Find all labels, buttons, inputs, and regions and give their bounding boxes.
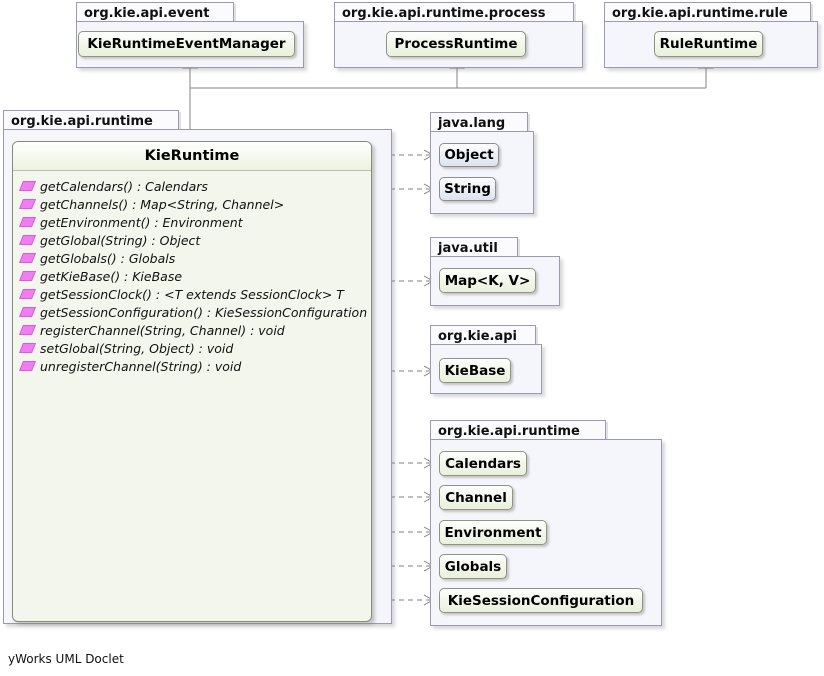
method-icon: [18, 181, 37, 191]
class-member-getsessionclock: getSessionClock() : <T extends SessionCl…: [13, 285, 371, 303]
type-node-processruntime[interactable]: ProcessRuntime: [386, 31, 526, 57]
method-icon: [18, 307, 37, 317]
type-node-object[interactable]: Object: [439, 143, 499, 167]
member-signature: unregisterChannel(String) : void: [40, 358, 242, 374]
member-signature: getGlobal(String) : Object: [40, 232, 201, 248]
class-title: KieRuntime: [13, 142, 371, 171]
package-label-org-kie-api-runtime-process: org.kie.api.runtime.process: [334, 2, 574, 23]
member-signature: getCalendars() : Calendars: [40, 178, 208, 194]
method-icon: [18, 271, 37, 281]
package-label-java-util: java.util: [430, 237, 518, 258]
type-node-calendars[interactable]: Calendars: [439, 451, 527, 476]
package-label-org-kie-api-runtime-rule: org.kie.api.runtime.rule: [604, 2, 811, 23]
member-signature: setGlobal(String, Object) : void: [40, 340, 234, 356]
package-label-org-kie-api-runtime: org.kie.api.runtime: [430, 420, 606, 441]
type-node-channel[interactable]: Channel: [439, 485, 513, 510]
method-icon: [18, 217, 37, 227]
package-label-org-kie-api-event: org.kie.api.event: [76, 2, 234, 23]
type-node-ruleruntime[interactable]: RuleRuntime: [654, 31, 763, 57]
class-member-getglobal: getGlobal(String) : Object: [13, 231, 371, 249]
class-member-list: getCalendars() : Calendars getChannels() …: [13, 171, 371, 379]
type-node-kiesessionconfiguration[interactable]: KieSessionConfiguration: [439, 588, 643, 613]
class-member-getglobals: getGlobals() : Globals: [13, 249, 371, 267]
method-icon: [18, 235, 37, 245]
class-member-getenvironment: getEnvironment() : Environment: [13, 213, 371, 231]
footer-credit: yWorks UML Doclet: [8, 652, 124, 666]
class-member-getsessionconfiguration: getSessionConfiguration() : KieSessionCo…: [13, 303, 371, 321]
class-member-unregisterchannel: unregisterChannel(String) : void: [13, 357, 371, 375]
class-member-getkiebase: getKieBase() : KieBase: [13, 267, 371, 285]
type-node-kieruntimeeventmanager[interactable]: KieRuntimeEventManager: [78, 31, 295, 57]
method-icon: [18, 361, 37, 371]
member-signature: getSessionConfiguration() : KieSessionCo…: [40, 304, 368, 320]
type-node-map-k-v[interactable]: Map<K, V>: [439, 268, 536, 293]
method-icon: [18, 343, 37, 353]
class-member-getcalendars: getCalendars() : Calendars: [13, 177, 371, 195]
member-signature: getSessionClock() : <T extends SessionCl…: [40, 286, 344, 302]
package-label-org-kie-api-runtime: org.kie.api.runtime: [3, 110, 179, 131]
type-node-environment[interactable]: Environment: [439, 520, 547, 545]
member-signature: getChannels() : Map<String, Channel>: [40, 196, 285, 212]
method-icon: [18, 199, 37, 209]
type-node-string[interactable]: String: [439, 177, 496, 201]
type-node-kiebase[interactable]: KieBase: [439, 358, 511, 383]
member-signature: getKieBase() : KieBase: [40, 268, 183, 284]
member-signature: registerChannel(String, Channel) : void: [40, 322, 285, 338]
type-node-globals[interactable]: Globals: [439, 554, 507, 579]
method-icon: [18, 289, 37, 299]
class-member-registerchannel: registerChannel(String, Channel) : void: [13, 321, 371, 339]
method-icon: [18, 253, 37, 263]
class-member-setglobal: setGlobal(String, Object) : void: [13, 339, 371, 357]
package-label-java-lang: java.lang: [430, 112, 528, 133]
member-signature: getEnvironment() : Environment: [40, 214, 243, 230]
class-member-getchannels: getChannels() : Map<String, Channel>: [13, 195, 371, 213]
package-label-org-kie-api: org.kie.api: [430, 325, 536, 346]
method-icon: [18, 325, 37, 335]
member-signature: getGlobals() : Globals: [40, 250, 176, 266]
